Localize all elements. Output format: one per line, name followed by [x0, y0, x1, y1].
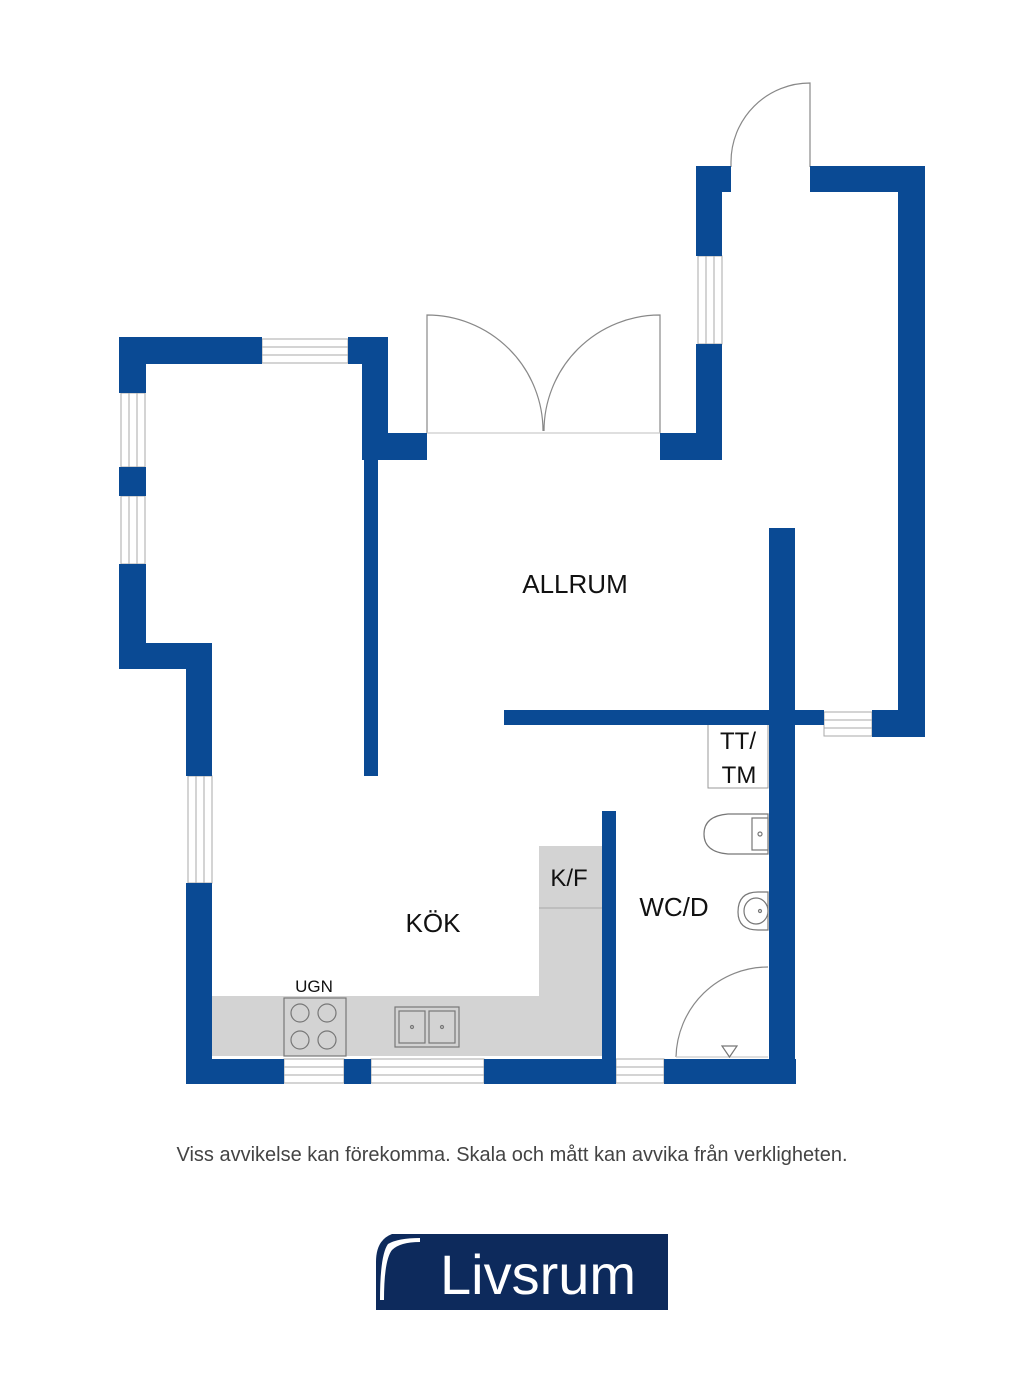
washbasin-icon — [737, 891, 769, 931]
windows — [120, 255, 873, 1084]
kitchen-counter — [212, 846, 602, 1056]
room-label-ugn: UGN — [295, 977, 333, 996]
washer-dryer-box — [707, 721, 769, 789]
toilet-icon — [703, 813, 769, 855]
room-label-wcd: WC/D — [639, 892, 708, 922]
room-label-kok: KÖK — [406, 908, 462, 938]
room-label-allrum: ALLRUM — [522, 569, 627, 599]
room-label-kf: K/F — [550, 865, 587, 892]
disclaimer-text: Viss avvikelse kan förekomma. Skala och … — [176, 1144, 848, 1166]
door-swings — [426, 82, 811, 1059]
stove-icon — [283, 997, 347, 1057]
room-label-tt: TT/ — [720, 728, 756, 755]
logo-text: Livsrum — [440, 1243, 636, 1306]
sink-icon — [394, 1006, 460, 1048]
room-label-tm: TM — [722, 762, 757, 789]
livsrum-logo: Livsrum — [376, 1234, 668, 1310]
walls — [119, 166, 925, 1084]
